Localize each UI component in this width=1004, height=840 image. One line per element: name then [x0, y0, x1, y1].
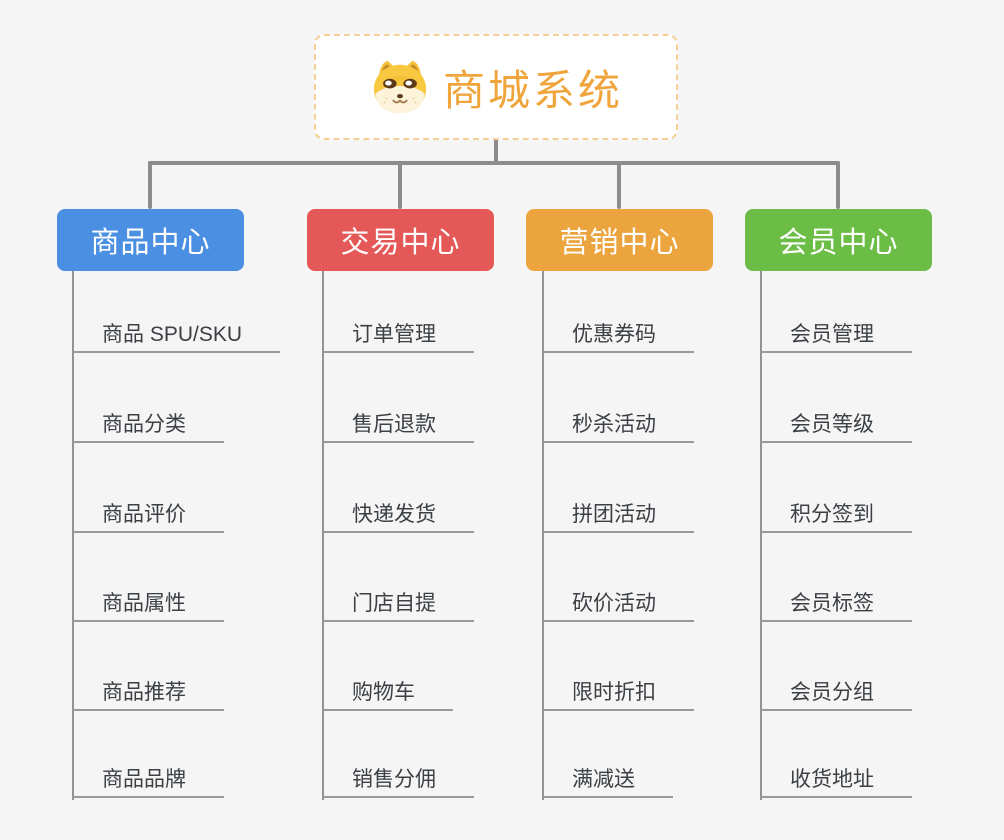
mindmap-leaf[interactable]: 会员标签 — [760, 590, 912, 622]
mindmap-leaf[interactable]: 商品评价 — [72, 501, 224, 533]
mindmap-leaf[interactable]: 商品 SPU/SKU — [72, 321, 281, 353]
mindmap-leaf[interactable]: 限时折扣 — [542, 679, 694, 711]
branch-drop-connector — [398, 161, 402, 209]
mindmap-leaf[interactable]: 会员管理 — [760, 321, 912, 353]
mindmap-leaf[interactable]: 商品属性 — [72, 590, 224, 622]
mindmap-leaf[interactable]: 收货地址 — [760, 766, 912, 798]
branch-label: 营销中心 — [559, 227, 680, 259]
branch-product-center[interactable]: 商品中心 — [57, 209, 244, 271]
branch-label: 交易中心 — [340, 227, 461, 259]
mindmap-leaf[interactable]: 积分签到 — [760, 501, 912, 533]
mindmap-leaf[interactable]: 商品推荐 — [72, 679, 224, 711]
root-stem-connector — [494, 140, 498, 165]
mindmap-leaf[interactable]: 满减送 — [542, 766, 673, 798]
mindmap-leaf[interactable]: 砍价活动 — [542, 590, 694, 622]
mindmap-leaf[interactable]: 拼团活动 — [542, 501, 694, 533]
mindmap-leaf[interactable]: 秒杀活动 — [542, 411, 694, 443]
root-node[interactable]: 商城系统 — [314, 34, 678, 140]
branch-member-center[interactable]: 会员中心 — [745, 209, 932, 271]
mindmap-leaf[interactable]: 商品分类 — [72, 411, 224, 443]
mindmap-leaf[interactable]: 优惠券码 — [542, 321, 694, 353]
mindmap-leaf[interactable]: 商品品牌 — [72, 766, 224, 798]
branch-trunk-line — [542, 271, 544, 800]
branch-drop-connector — [836, 161, 840, 209]
mindmap-leaf[interactable]: 快递发货 — [322, 501, 474, 533]
mindmap-leaf[interactable]: 购物车 — [322, 679, 453, 711]
root-title: 商城系统 — [442, 66, 623, 114]
mindmap-leaf[interactable]: 会员等级 — [760, 411, 912, 443]
mindmap-leaf[interactable]: 售后退款 — [322, 411, 474, 443]
mindmap-leaf[interactable]: 销售分佣 — [322, 766, 474, 798]
branch-label: 商品中心 — [90, 227, 211, 259]
mindmap-leaf[interactable]: 订单管理 — [322, 321, 474, 353]
shiba-dog-icon — [373, 60, 427, 114]
branch-trunk-line — [760, 271, 762, 800]
branch-trunk-line — [72, 271, 74, 800]
mindmap-leaf[interactable]: 门店自提 — [322, 590, 474, 622]
mindmap-leaf[interactable]: 会员分组 — [760, 679, 912, 711]
branches-horizontal-connector — [148, 161, 840, 165]
branch-trade-center[interactable]: 交易中心 — [307, 209, 494, 271]
branch-drop-connector — [148, 161, 152, 209]
branch-drop-connector — [617, 161, 621, 209]
branch-marketing-center[interactable]: 营销中心 — [526, 209, 713, 271]
branch-label: 会员中心 — [778, 227, 899, 259]
branch-trunk-line — [322, 271, 324, 800]
